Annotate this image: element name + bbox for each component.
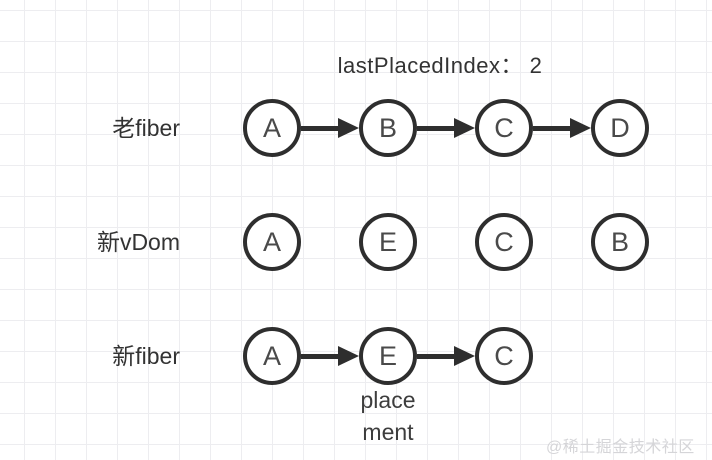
node-circle: D: [591, 99, 649, 157]
node-label: A: [262, 226, 281, 257]
node-circle: A: [243, 327, 301, 385]
node-label: C: [494, 112, 514, 143]
node-circle: C: [475, 99, 533, 157]
node-label: C: [494, 340, 514, 371]
diagram-title: lastPlacedIndex： 2: [337, 53, 543, 78]
node-circle: B: [591, 213, 649, 271]
arrow-head: [338, 118, 359, 138]
node-label: B: [378, 112, 397, 143]
arrow-line: [301, 125, 345, 131]
arrow-head: [570, 118, 591, 138]
annotation-line: place: [360, 387, 416, 413]
node-circle: E: [359, 213, 417, 271]
node-circle: A: [243, 99, 301, 157]
node-label: E: [378, 226, 397, 257]
arrow-line: [417, 353, 461, 359]
arrow-head: [454, 118, 475, 138]
arrow-line: [301, 353, 345, 359]
watermark: @稀土掘金技术社区: [546, 439, 695, 456]
annotation-line: ment: [362, 419, 414, 445]
node-circle: E: [359, 327, 417, 385]
arrow-head: [338, 346, 359, 366]
node-circle: A: [243, 213, 301, 271]
node-label: A: [262, 112, 281, 143]
arrow-icon: [301, 118, 359, 138]
placement-annotation: place ment: [328, 384, 448, 448]
node-label: B: [610, 226, 629, 257]
node-circle: C: [475, 213, 533, 271]
arrow-icon: [533, 118, 591, 138]
arrow-head: [454, 346, 475, 366]
node-circle: C: [475, 327, 533, 385]
node-label: A: [262, 340, 281, 371]
arrow-icon: [301, 346, 359, 366]
row-label-new-vdom: 新vDom: [96, 229, 180, 255]
node-label: D: [610, 112, 630, 143]
arrow-icon: [417, 346, 475, 366]
row-label-old-fiber: 老fiber: [112, 115, 180, 141]
node-label: E: [378, 340, 397, 371]
arrow-line: [417, 125, 461, 131]
node-circle: B: [359, 99, 417, 157]
node-label: C: [494, 226, 514, 257]
arrow-line: [533, 125, 577, 131]
arrow-icon: [417, 118, 475, 138]
row-label-new-fiber: 新fiber: [112, 343, 180, 369]
